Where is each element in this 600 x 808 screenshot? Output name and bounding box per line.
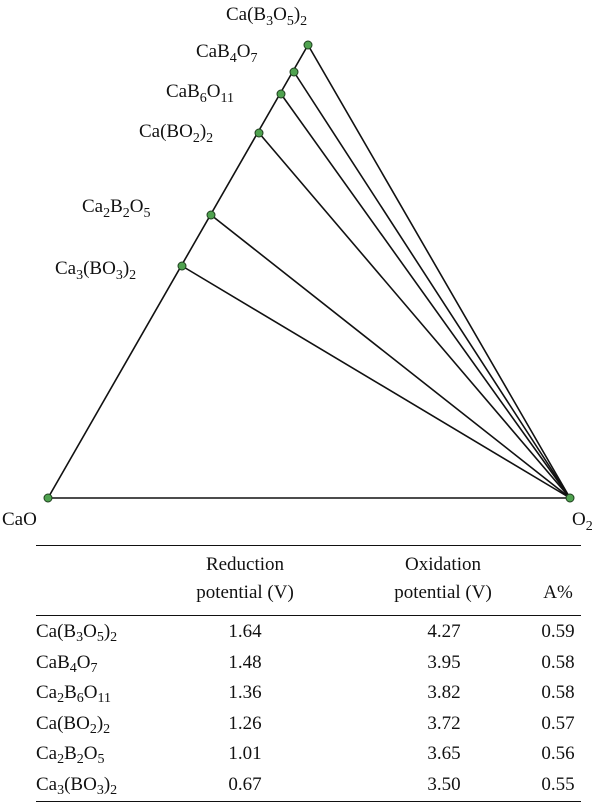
label-cab6o11: CaB6O11 bbox=[166, 81, 234, 106]
label-cao: CaO bbox=[2, 509, 37, 530]
node-o2 bbox=[565, 493, 575, 503]
row-reduction-value: 0.67 bbox=[228, 773, 262, 795]
label-o2: O2 bbox=[572, 509, 593, 534]
label-ca2b2o5: Ca2B2O5 bbox=[82, 196, 151, 221]
node-cab6o11 bbox=[276, 89, 286, 99]
row-oxidation-value: 3.95 bbox=[427, 651, 461, 673]
row-reduction-value: 1.36 bbox=[228, 682, 262, 703]
header-reduction-line2: potential (V) bbox=[196, 582, 294, 603]
label-ca3-bo3-2: Ca3(BO3)2 bbox=[55, 258, 136, 283]
header-oxidation-line2: potential (V) bbox=[394, 582, 492, 603]
row-oxidation-value: 3.82 bbox=[427, 682, 461, 703]
row-a-value: 0.58 bbox=[541, 651, 575, 673]
node-ca-b3o5-2 bbox=[303, 40, 313, 50]
row-compound: Ca3(BO3)2 bbox=[36, 773, 118, 798]
row-compound: Ca(BO2)2 bbox=[36, 712, 111, 737]
tie-line-cab4o7 bbox=[293, 71, 571, 499]
label-ca-bo2-2: Ca(BO2)2 bbox=[139, 121, 213, 146]
label-cab4o7: CaB4O7 bbox=[196, 41, 258, 66]
row-compound: CaB4O7 bbox=[36, 651, 98, 676]
row-oxidation-value: 3.72 bbox=[427, 712, 461, 734]
tie-line-ca2b2o5 bbox=[210, 214, 571, 499]
node-ca-bo2-2 bbox=[254, 128, 264, 138]
tie-line-ca3-bo3-2 bbox=[181, 265, 571, 499]
table-bottom-rule bbox=[36, 801, 581, 802]
edge-top-o2 bbox=[307, 44, 571, 499]
tie-line-cab6o11 bbox=[280, 93, 571, 499]
row-oxidation-value: 4.27 bbox=[427, 621, 461, 642]
row-reduction-value: 1.26 bbox=[228, 712, 262, 734]
node-ca2b2o5 bbox=[206, 210, 216, 220]
row-compound: Ca2B2O5 bbox=[36, 743, 105, 767]
table-header-rule bbox=[36, 615, 581, 616]
header-oxidation: Oxidation potential (V) bbox=[368, 553, 518, 605]
row-a-value: 0.57 bbox=[541, 712, 575, 734]
row-a-value: 0.59 bbox=[541, 621, 575, 642]
node-ca3-bo3-2 bbox=[177, 261, 187, 271]
row-a-value: 0.56 bbox=[541, 743, 575, 764]
row-oxidation-value: 3.65 bbox=[427, 743, 461, 764]
tie-line-ca-bo2-2 bbox=[258, 132, 571, 499]
ternary-phase-diagram: Ca(B3O5)2 CaB4O7 CaB6O11 Ca(BO2)2 Ca2B2O… bbox=[2, 4, 593, 534]
header-oxidation-line1: Oxidation bbox=[405, 554, 481, 575]
row-reduction-value: 1.01 bbox=[228, 743, 262, 764]
table-top-rule bbox=[36, 545, 581, 546]
row-compound: Ca2B6O11 bbox=[36, 682, 112, 706]
header-a-percent: A% bbox=[543, 582, 573, 603]
header-reduction-line1: Reduction bbox=[205, 554, 285, 575]
label-top-vertex: Ca(B3O5)2 bbox=[226, 4, 307, 29]
header-reduction: Reduction potential (V) bbox=[170, 553, 320, 605]
row-a-value: 0.55 bbox=[541, 773, 575, 795]
row-compound: Ca(B3O5)2 bbox=[36, 621, 118, 645]
row-oxidation-value: 3.50 bbox=[427, 773, 461, 795]
row-reduction-value: 1.48 bbox=[228, 651, 262, 673]
row-a-value: 0.58 bbox=[541, 682, 575, 703]
edge-cao-top bbox=[47, 44, 309, 499]
node-cao bbox=[43, 493, 53, 503]
row-reduction-value: 1.64 bbox=[228, 621, 262, 642]
node-cab4o7 bbox=[289, 67, 299, 77]
